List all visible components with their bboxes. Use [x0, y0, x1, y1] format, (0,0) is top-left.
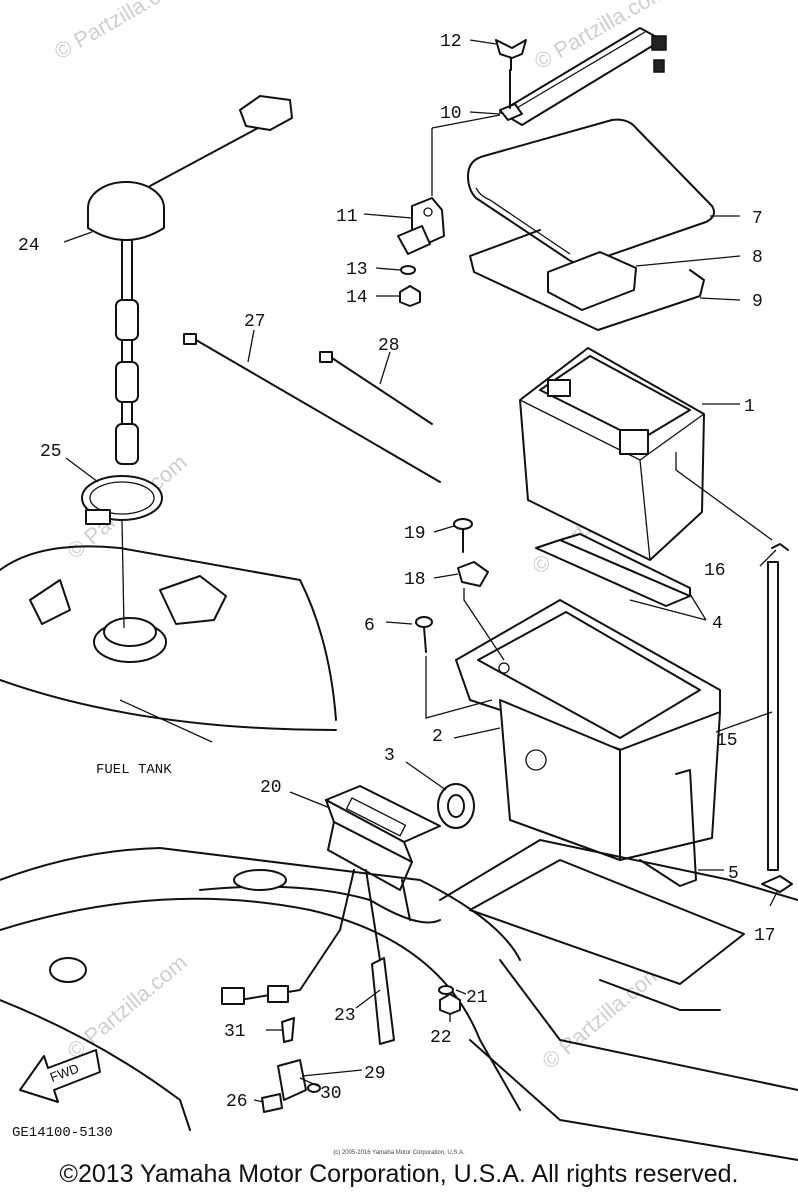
fitting-31 — [281, 1017, 295, 1043]
fuse-box-20 — [325, 785, 441, 891]
bolt-19 — [453, 518, 473, 553]
washer-13 — [400, 265, 416, 275]
watermark: © Partzilla.com — [50, 0, 191, 64]
bolt-26 — [261, 1093, 283, 1113]
fuel-tank — [0, 519, 337, 743]
clamp-18 — [457, 561, 489, 587]
wing-bolt-12 — [495, 39, 527, 71]
washer-30 — [307, 1083, 321, 1093]
label-14: 14 — [346, 288, 368, 308]
label-9: 9 — [752, 292, 763, 312]
label-18: 18 — [404, 570, 426, 590]
fuel-sender-24 — [87, 95, 293, 465]
small-copyright: (c) 2005-2016 Yamaha Motor Corporation, … — [333, 1150, 465, 1156]
label-6: 6 — [364, 616, 375, 636]
pad-8 — [547, 251, 637, 311]
gasket-9 — [469, 229, 705, 331]
label-10: 10 — [440, 104, 462, 124]
label-27: 27 — [244, 312, 266, 332]
label-4: 4 — [712, 614, 723, 634]
label-12: 12 — [440, 32, 462, 52]
battery-1 — [519, 347, 705, 561]
rubber-pad-4b — [559, 533, 691, 597]
strap-5 — [639, 769, 697, 887]
battery-band-bracket — [499, 27, 667, 126]
clip-16 — [771, 543, 789, 551]
label-20: 20 — [260, 778, 282, 798]
part-labels: 1 2 3 4 5 6 7 8 9 10 11 12 13 14 15 16 1… — [18, 32, 776, 1112]
label-21: 21 — [466, 988, 488, 1008]
screw-6 — [415, 616, 433, 653]
label-16: 16 — [704, 561, 726, 581]
hose-clamp-25 — [81, 475, 163, 525]
watermark: © Partzilla.com — [537, 959, 667, 1073]
label-2: 2 — [432, 727, 443, 747]
label-26: 26 — [226, 1092, 248, 1112]
bracket-11 — [397, 114, 501, 255]
clamp-29 — [277, 1059, 307, 1101]
fwd-arrow-icon: FWD — [19, 1049, 101, 1103]
label-15: 15 — [716, 731, 738, 751]
label-17: 17 — [754, 926, 776, 946]
leader-lines — [63, 39, 779, 1103]
nut-14 — [399, 285, 421, 307]
cable-tie-27 — [183, 333, 441, 483]
label-5: 5 — [728, 864, 739, 884]
label-28: 28 — [378, 336, 400, 356]
nut-22 — [439, 993, 461, 1015]
washer-21 — [438, 985, 454, 995]
label-30: 30 — [320, 1084, 342, 1104]
battery-box-2 — [455, 599, 721, 861]
label-29: 29 — [364, 1064, 386, 1084]
label-11: 11 — [336, 207, 358, 227]
hull-deck — [0, 839, 798, 1161]
battery-cover-7 — [467, 118, 715, 265]
diagram-code: GE14100-5130 — [12, 1125, 113, 1141]
label-22: 22 — [430, 1028, 452, 1048]
label-8: 8 — [752, 248, 763, 268]
clip-17 — [761, 875, 793, 893]
label-13: 13 — [346, 260, 368, 280]
fuel-tank-label: FUEL TANK — [96, 762, 172, 778]
label-3: 3 — [384, 746, 395, 766]
cable-tie-28 — [319, 351, 433, 425]
label-25: 25 — [40, 442, 62, 462]
label-31: 31 — [224, 1022, 246, 1042]
label-7: 7 — [752, 209, 763, 229]
label-23: 23 — [334, 1006, 356, 1026]
label-24: 24 — [18, 236, 40, 256]
grommet-3 — [437, 783, 475, 829]
label-1: 1 — [744, 397, 755, 417]
copyright-notice: ©2013 Yamaha Motor Corporation, U.S.A. A… — [59, 1160, 739, 1188]
wiring-harness — [221, 869, 411, 1045]
vent-hose-15 — [767, 561, 779, 871]
label-19: 19 — [404, 524, 426, 544]
